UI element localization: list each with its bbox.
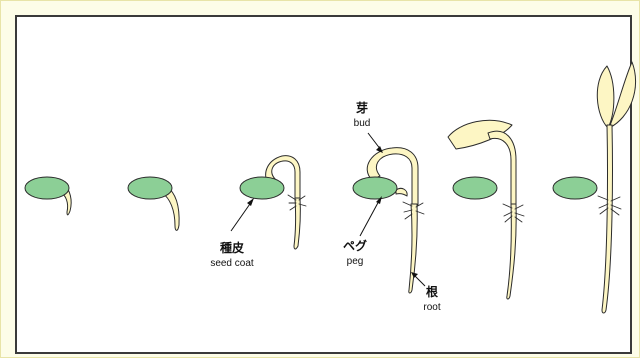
bud-label-en: bud	[354, 118, 371, 129]
stage-1-seed-coat	[25, 177, 69, 199]
stage-3-seed-coat	[240, 177, 284, 199]
stage-4-root	[409, 204, 417, 293]
stage-5-seedling	[448, 120, 524, 299]
peg-label-en: peg	[347, 256, 364, 267]
root-label-jp: 根	[426, 284, 438, 299]
seed-coat-arrow	[231, 198, 254, 231]
stage-6-left-leaf	[597, 66, 614, 128]
stage-2-seed	[128, 177, 179, 230]
root-label-en: root	[423, 302, 440, 313]
stage-4-peg	[396, 188, 407, 196]
stage-4-seedling	[353, 148, 424, 293]
stage-1-seed	[25, 177, 71, 215]
stage-6-seedling	[553, 62, 636, 313]
seed-coat-label-jp: 種皮	[220, 240, 244, 255]
stage-6-seed-coat	[553, 177, 597, 199]
stage-6-stem	[602, 125, 612, 313]
stage-5-root	[507, 204, 516, 299]
stage-3-root	[294, 198, 300, 249]
seed-coat-label-en: seed coat	[210, 258, 254, 269]
stage-5-seed-coat	[453, 177, 497, 199]
stage-2-seed-coat	[128, 177, 172, 199]
peg-label-jp: ペグ	[343, 238, 367, 253]
bud-arrow	[368, 133, 383, 153]
stage-4-seed-coat	[353, 177, 397, 199]
bud-label-jp: 芽	[356, 100, 368, 115]
peg-arrow	[360, 196, 382, 236]
